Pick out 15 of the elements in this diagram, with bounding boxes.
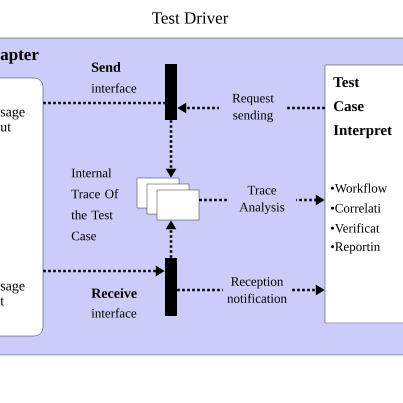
document-stack — [136, 178, 200, 220]
edge-label: Reception notification — [223, 276, 291, 304]
box-text: sage ut — [0, 109, 25, 132]
box-text: sage t — [0, 283, 25, 306]
label: Internal Trace Of the Test Case — [71, 168, 118, 240]
edge-label: Trace Analysis — [228, 184, 296, 216]
label: interface — [91, 83, 136, 93]
label: Receive — [91, 288, 137, 298]
rounded-box — [0, 78, 44, 336]
text-box: Test Case Interpret •Workflow •Correlati •Verificat •Reportin — [324, 64, 403, 324]
label: interface — [91, 308, 136, 318]
label: Send — [92, 62, 121, 72]
heading: apter — [0, 50, 39, 64]
edge-label: Request sending — [219, 92, 287, 124]
title: Test Driver — [152, 12, 228, 24]
